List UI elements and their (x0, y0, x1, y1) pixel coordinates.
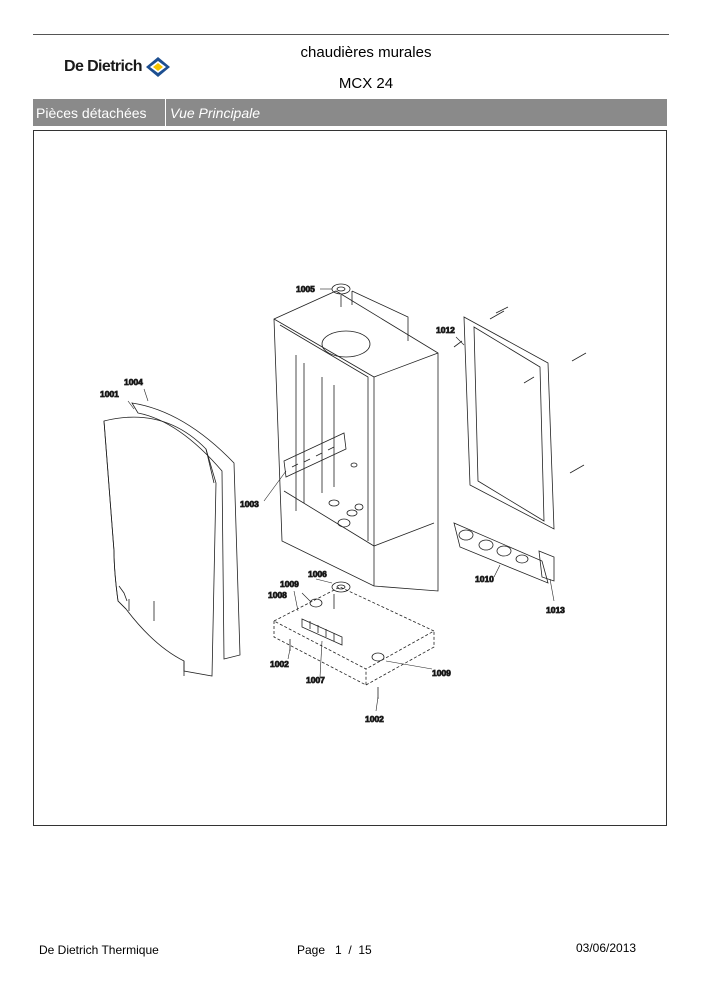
mounting-frame (453, 316, 555, 584)
footer-page: Page 1 / 15 (297, 943, 372, 957)
bracket (538, 550, 555, 582)
diamond-logo-icon (145, 57, 170, 77)
exploded-view-frame: 1005 1012 1004 1001 1003 1006 1009 1008 … (33, 130, 667, 826)
callout-1009b: 1009 (432, 668, 451, 678)
boiler-casing (273, 290, 439, 592)
callout-1005: 1005 (296, 284, 315, 294)
section-bar: Pièces détachées Vue Principale (33, 99, 667, 126)
document-title: chaudières murales (300, 44, 432, 61)
leader-lines (127, 288, 555, 712)
callout-1004: 1004 (124, 377, 143, 387)
footer-date: 03/06/2013 (576, 941, 637, 955)
callout-1003: 1003 (240, 499, 259, 509)
front-casing-panel (103, 416, 217, 677)
callout-1007: 1007 (306, 675, 325, 685)
callout-1012: 1012 (436, 325, 455, 335)
model-name: MCX 24 (338, 75, 394, 92)
section-label: Pièces détachées (33, 99, 166, 126)
bottom-screws (289, 639, 379, 699)
brand-logo: De Dietrich (64, 56, 171, 78)
bottom-tray (273, 586, 435, 686)
door-gasket (131, 402, 241, 660)
callout-1002b: 1002 (365, 714, 384, 724)
view-label: Vue Principale (170, 104, 261, 121)
callout-1009a: 1009 (280, 579, 299, 589)
grommets (309, 581, 385, 662)
header-rule (33, 34, 669, 35)
callout-1006: 1006 (308, 569, 327, 579)
brand-name: De Dietrich (64, 58, 142, 75)
sealing-plate (283, 432, 347, 478)
callout-1002a: 1002 (270, 659, 289, 669)
callout-1001: 1001 (100, 389, 119, 399)
flue-ring (331, 283, 351, 307)
footer-company: De Dietrich Thermique (39, 943, 159, 957)
callout-1008: 1008 (268, 590, 287, 600)
callout-1010: 1010 (475, 574, 494, 584)
exploded-diagram: 1005 1012 1004 1001 1003 1006 1009 1008 … (100, 283, 587, 724)
callout-1013: 1013 (546, 605, 565, 615)
terminal-strip (301, 618, 343, 646)
